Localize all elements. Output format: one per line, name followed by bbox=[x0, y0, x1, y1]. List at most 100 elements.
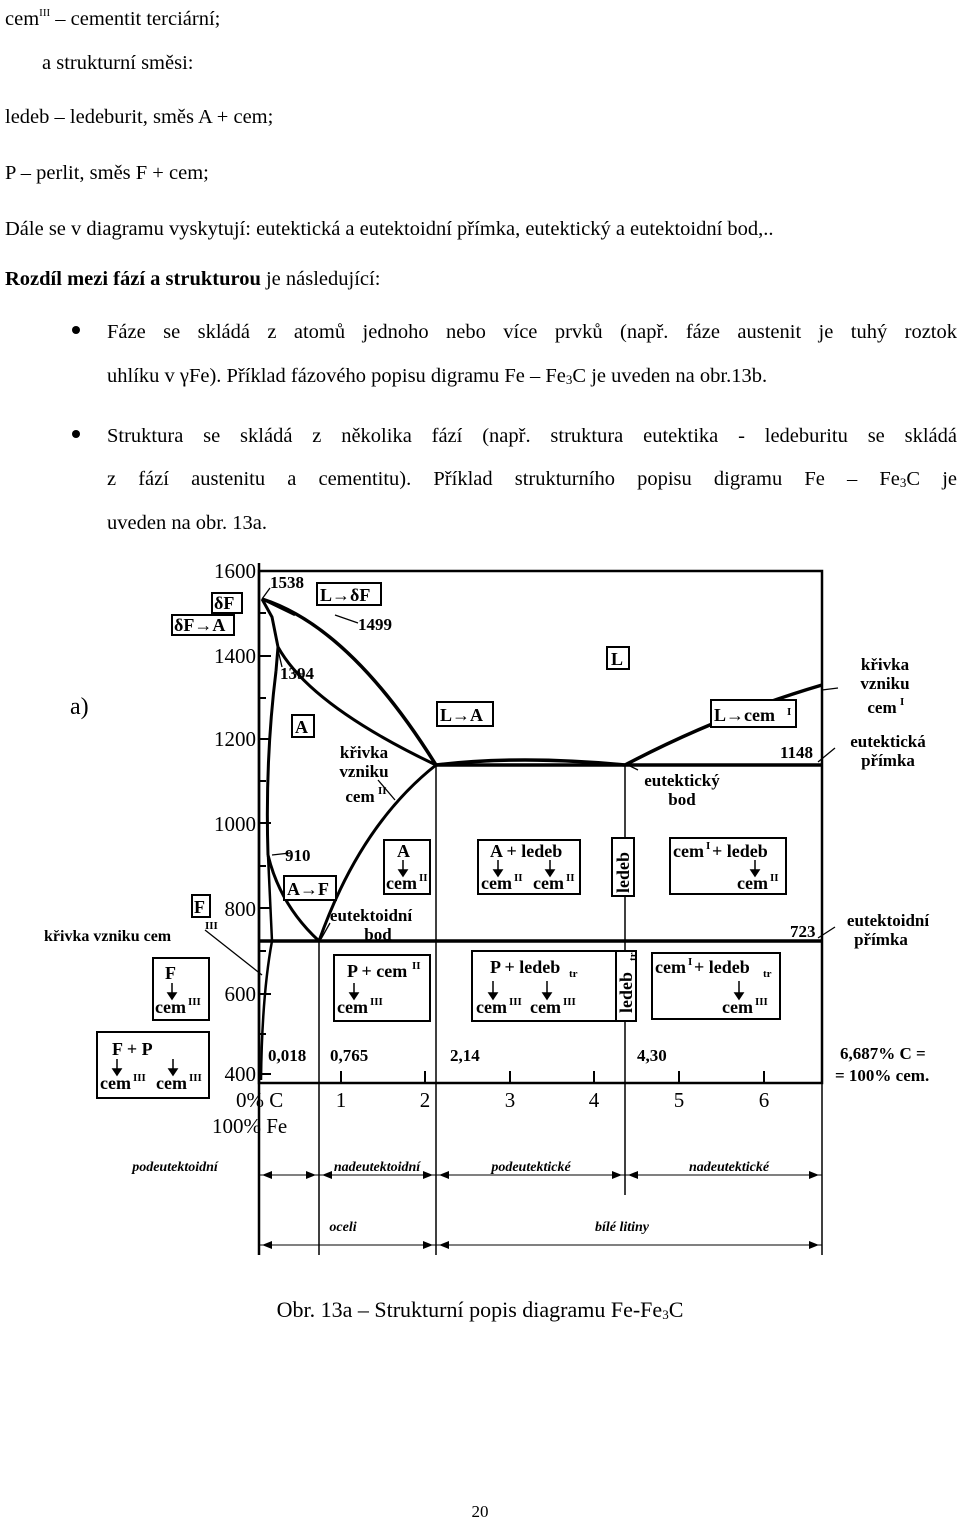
cem-label: cem bbox=[737, 873, 768, 893]
note-cem-ii-curve: vzniku bbox=[339, 762, 388, 781]
box-perlite-cementite: P + cem bbox=[347, 961, 407, 981]
cem-label: cem bbox=[386, 873, 417, 893]
y-tick-label: 1000 bbox=[214, 812, 256, 836]
box-austenite-hyper: A bbox=[397, 841, 410, 861]
box-liquid: L bbox=[611, 649, 623, 669]
cem-label: cem bbox=[100, 1073, 131, 1093]
box-delta-ferrite: δF bbox=[214, 593, 234, 613]
x-tick-label: 4 bbox=[589, 1088, 600, 1112]
x-tick-label: 1 bbox=[336, 1088, 347, 1112]
page-number: 20 bbox=[471, 1502, 489, 1521]
x-tick-label: 2 bbox=[420, 1088, 431, 1112]
cem-label: cem bbox=[533, 873, 564, 893]
box-ledeburite: ledeb bbox=[613, 852, 633, 893]
box-liquid-to-austenite: L→A bbox=[440, 705, 483, 725]
cem-iii-definition: cemIII – cementit terciární; bbox=[5, 7, 221, 30]
superscript-ii: II bbox=[770, 872, 779, 884]
superscript-i: I bbox=[688, 956, 692, 968]
bullet-phase-line-1: Fáze se skládá z atomů jednoho nebo více… bbox=[107, 321, 957, 343]
temp-1499: 1499 bbox=[358, 615, 392, 634]
comp-0765: 0,765 bbox=[330, 1046, 368, 1065]
cem-label: cem bbox=[337, 997, 368, 1017]
region-steels: oceli bbox=[329, 1220, 356, 1235]
cem-label: cem bbox=[476, 997, 507, 1017]
note-cem-i-curve: cem bbox=[867, 698, 896, 717]
cem-label: cem bbox=[655, 957, 686, 977]
superscript-i: I bbox=[706, 840, 710, 852]
y-tick-label: 800 bbox=[225, 897, 257, 921]
region-hypereutectic: nadeutektické bbox=[689, 1160, 770, 1175]
box-cementite-ledeburite: + ledeb bbox=[712, 841, 768, 861]
box-austenite-ledeburite: A + ledeb bbox=[490, 841, 562, 861]
superscript-ii: II bbox=[412, 960, 421, 972]
panel-label: a) bbox=[70, 694, 89, 720]
box-delta-to-austenite: δF→A bbox=[174, 615, 225, 635]
superscript-iii: III bbox=[133, 1072, 146, 1084]
diagram-features-sentence: Dále se v diagramu vyskytují: eutektická… bbox=[5, 218, 774, 240]
note-eutectoid-line: přímka bbox=[854, 930, 908, 949]
y-tick-label: 1600 bbox=[214, 559, 256, 583]
superscript-iii: III bbox=[189, 1072, 202, 1084]
box-austenite: A bbox=[295, 717, 308, 737]
subscript-tr: tr bbox=[569, 968, 578, 980]
x-tick-label: 3 bbox=[505, 1088, 516, 1112]
superscript-iii: III bbox=[370, 996, 383, 1008]
box-ferrite: F bbox=[194, 897, 205, 917]
comp-214: 2,14 bbox=[450, 1046, 480, 1065]
figure-caption: Obr. 13a – Strukturní popis diagramu Fe-… bbox=[276, 1297, 684, 1322]
superscript-iii: III bbox=[755, 996, 768, 1008]
box-cementite-transformed-ledeburite: + ledeb bbox=[694, 957, 750, 977]
note-eutectic-point: bod bbox=[668, 790, 696, 809]
phase-vs-structure-heading: Rozdíl mezi fází a strukturou je následu… bbox=[5, 268, 381, 290]
y-tick-label: 1400 bbox=[214, 644, 256, 668]
note-cem-ii-curve: cem bbox=[345, 787, 374, 806]
superscript-i: I bbox=[900, 696, 904, 708]
box-austenite-to-ferrite: A→F bbox=[287, 879, 329, 899]
cem-label: cem bbox=[530, 997, 561, 1017]
note-cem-i-curve: vzniku bbox=[860, 674, 909, 693]
cem-label: cem bbox=[481, 873, 512, 893]
bullet-phase-line-2: uhlíku v γFe). Příklad fázového popisu d… bbox=[107, 365, 768, 387]
note-eutectic-line: přímka bbox=[861, 751, 915, 770]
cem-label: cem bbox=[156, 1073, 187, 1093]
note-cem-ii-curve: křivka bbox=[340, 743, 389, 762]
comp-6687: 6,687% C = bbox=[840, 1044, 926, 1063]
note-cem-iii-curve: křivka vzniku cem bbox=[44, 928, 172, 945]
superscript-ii: II bbox=[419, 872, 428, 884]
note-eutectic-line: eutektická bbox=[850, 732, 926, 751]
temp-910: 910 bbox=[285, 846, 311, 865]
x-tick-label: 5 bbox=[674, 1088, 685, 1112]
box-liquid-to-delta: L→δF bbox=[320, 585, 370, 605]
superscript-iii: III bbox=[205, 920, 218, 932]
temp-1148: 1148 bbox=[780, 743, 813, 762]
temp-723: 723 bbox=[790, 922, 816, 941]
temp-1538: 1538 bbox=[270, 573, 304, 592]
subscript-tr: tr bbox=[763, 968, 772, 980]
temp-1394: 1394 bbox=[280, 664, 315, 683]
perlit-definition: P – perlit, směs F + cem; bbox=[5, 162, 209, 184]
x-origin-carbon: 0% C bbox=[236, 1088, 283, 1112]
note-eutectoid-line: eutektoidní bbox=[847, 911, 929, 930]
superscript-iii: III bbox=[188, 996, 201, 1008]
x-tick-label: 6 bbox=[759, 1088, 770, 1112]
comp-0018: 0,018 bbox=[268, 1046, 306, 1065]
ledeb-definition: ledeb – ledeburit, směs A + cem; bbox=[5, 106, 274, 128]
superscript-i: I bbox=[787, 706, 791, 718]
y-tick-label: 400 bbox=[225, 1062, 257, 1086]
cem-label: cem bbox=[673, 841, 704, 861]
fe-fe3c-structural-diagram: 1600 1400 1200 1000 800 600 400 1 2 3 4 … bbox=[44, 559, 929, 1255]
bullet-structure-line-3: uveden na obr. 13a. bbox=[107, 512, 267, 534]
cem-label: cem bbox=[155, 997, 186, 1017]
y-tick-label: 600 bbox=[225, 982, 257, 1006]
region-hypoeutectoid: podeutektoidní bbox=[131, 1160, 219, 1175]
superscript-ii: II bbox=[378, 785, 387, 797]
bullet-icon bbox=[72, 326, 80, 334]
y-tick-label: 1200 bbox=[214, 727, 256, 751]
box-ferrite-low: F bbox=[165, 963, 176, 983]
cem-label: cem bbox=[722, 997, 753, 1017]
box-liquid-to-cementite: L→cem bbox=[714, 705, 775, 725]
region-hypereutectoid: nadeutektoidní bbox=[334, 1160, 421, 1175]
note-cem-i-curve: křivka bbox=[861, 655, 910, 674]
x-origin-iron: 100% Fe bbox=[212, 1114, 287, 1138]
region-white-cast-iron: bílé litiny bbox=[595, 1220, 650, 1235]
